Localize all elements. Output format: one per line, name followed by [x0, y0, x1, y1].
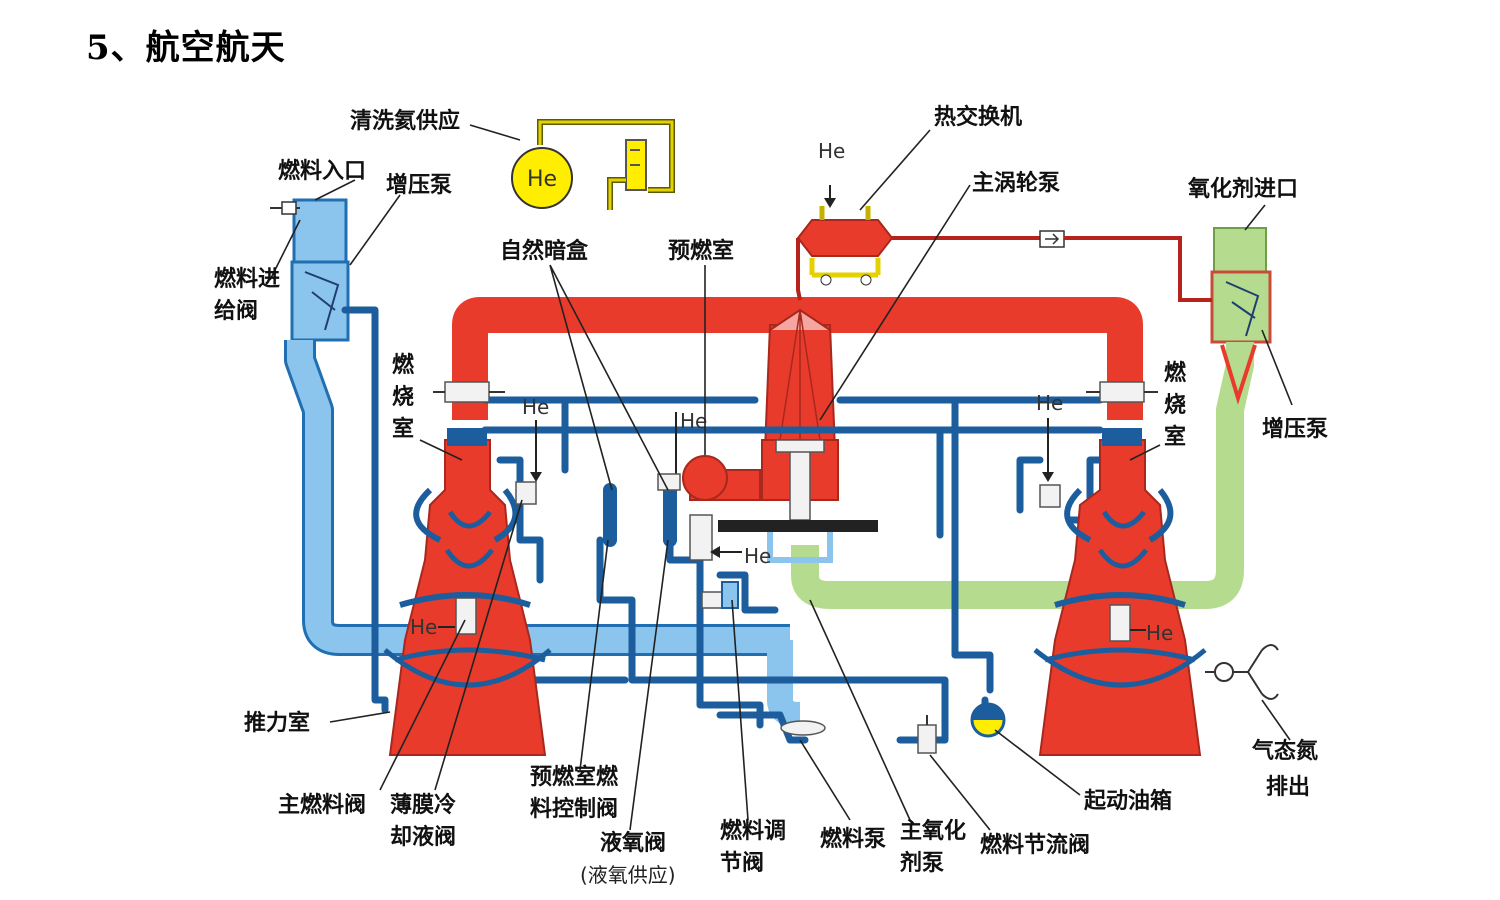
label-lox-valve-2: (液氧供应) [580, 863, 676, 887]
label-fuel-regulating-valve-2: 节阀 [720, 851, 764, 876]
preburner-chamber [682, 455, 728, 501]
start-tank [970, 702, 1006, 738]
label-film-cooling-valve-2: 却液阀 [390, 824, 456, 850]
gn2-vent-fitting [1205, 644, 1279, 700]
label-preburner-fuel-valve-1: 预燃室燃 [530, 764, 619, 790]
heat-exchanger-unit [796, 185, 1212, 302]
left-thrust-chamber [383, 381, 552, 756]
label-start-tank: 起动油箱 [1083, 788, 1172, 814]
he-tag-right-nozzle: He [1146, 621, 1173, 645]
page-title: 5、航空航天 [86, 28, 286, 68]
label-fuel-throttle-valve: 燃料节流阀 [980, 832, 1090, 858]
label-main-oxidizer-pump-2: 剂泵 [900, 850, 944, 876]
oxidizer-feed-line [791, 342, 1254, 609]
fuel-tank [292, 198, 348, 272]
label-combustion-chamber-right-3: 室 [1164, 424, 1186, 450]
labels: 清洗氦供应 燃料入口 增压泵 燃料进 给阀 自然暗盒 预燃室 热交换机 主涡轮泵… [214, 104, 1328, 887]
he-tag-shaft: He [744, 544, 771, 568]
label-fuel-inlet: 燃料入口 [278, 158, 366, 184]
oxidizer-booster-assembly [791, 227, 1272, 609]
label-gn2-vent-1: 气态氮 [1251, 738, 1318, 764]
helium-purge-supply [511, 119, 675, 210]
label-combustion-chamber-left-2: 烧 [392, 385, 414, 410]
label-oxidizer-inlet: 氧化剂进口 [1187, 176, 1298, 202]
he-tag-left-chamber: He [522, 395, 549, 419]
label-combustion-chamber-right-1: 燃 [1164, 360, 1187, 386]
label-purge-helium-supply: 清洗氦供应 [350, 108, 460, 134]
label-fuel-feed-valve-2: 给阀 [214, 298, 258, 324]
he-tag-sphere: He [527, 167, 557, 192]
label-fuel-feed-valve-1: 燃料进 [214, 266, 280, 292]
label-thrust-chamber: 推力室 [244, 710, 310, 736]
fuel-booster-pump-body [290, 260, 350, 342]
label-booster-pump-ox: 增压泵 [1262, 416, 1328, 442]
turbopump-shaft [718, 520, 878, 532]
he-tag-right-chamber: He [1036, 391, 1063, 415]
label-main-oxidizer-pump-1: 主氧化 [900, 818, 966, 844]
oxidizer-booster-pump-body [1210, 270, 1272, 344]
label-lox-valve-1: 液氧阀 [600, 830, 666, 856]
label-fuel-pump: 燃料泵 [820, 826, 886, 852]
label-gn2-vent-2: 排出 [1266, 775, 1310, 800]
he-tag-heat-exchanger: He [818, 139, 845, 163]
label-main-turbopump: 主涡轮泵 [972, 170, 1060, 196]
label-fuel-regulating-valve-1: 燃料调 [720, 818, 786, 844]
label-film-cooling-valve-1: 薄膜冷 [390, 792, 456, 818]
label-combustion-chamber-left-3: 室 [392, 416, 414, 442]
label-combustion-chamber-right-2: 烧 [1164, 393, 1186, 418]
helium-markers: He He He He He He He He [410, 139, 1173, 645]
label-main-fuel-valve: 主燃料阀 [278, 792, 366, 818]
label-natural-dark-box: 自然暗盒 [500, 238, 589, 264]
he-tag-left-nozzle: He [410, 615, 437, 639]
label-booster-pump-fuel: 增压泵 [386, 172, 452, 198]
leader-lines [269, 124, 1293, 831]
label-heat-exchanger: 热交换机 [934, 104, 1022, 130]
he-tag-preburner: He [680, 409, 707, 433]
label-preburner-fuel-valve-2: 料控制阀 [530, 796, 618, 822]
label-preburner: 预燃室 [668, 238, 734, 264]
fuel-booster-assembly [270, 198, 801, 728]
helium-sphere [511, 147, 573, 209]
right-thrust-chamber [1033, 381, 1207, 756]
label-combustion-chamber-left-1: 燃 [392, 352, 415, 378]
